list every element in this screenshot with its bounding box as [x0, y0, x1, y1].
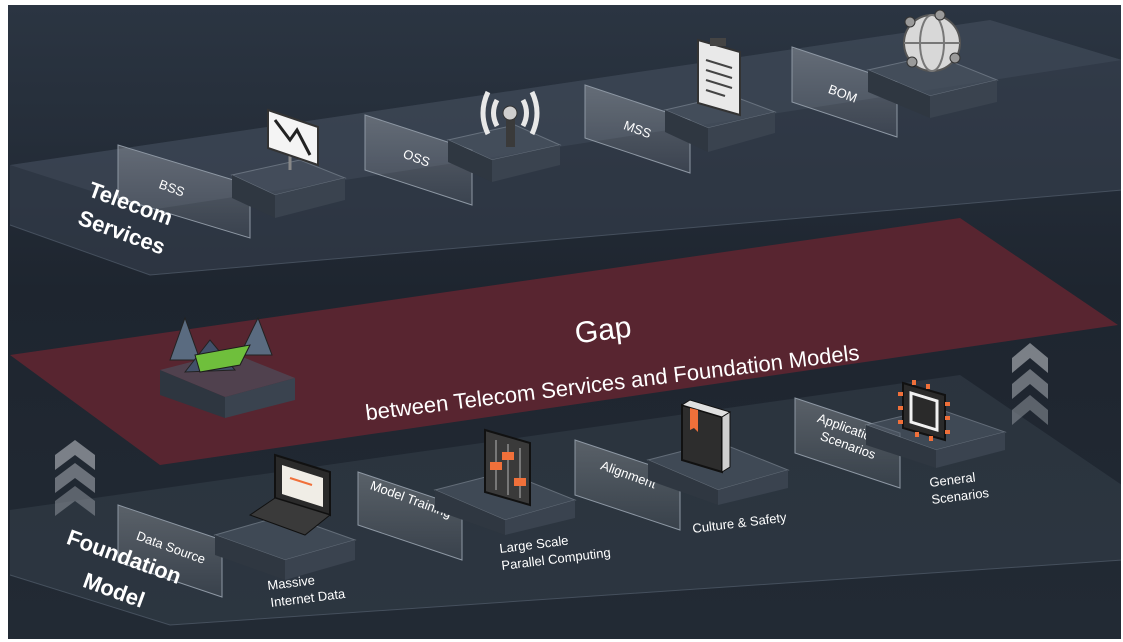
model-training-module: Model Training Large Scale Parallel Comp… [357, 428, 611, 573]
application-scenarios-module: Application Scenarios General Scenarios [794, 380, 1007, 507]
application-scenarios-panel[interactable] [794, 397, 901, 489]
oss-panel[interactable] [364, 114, 473, 206]
gap-title: Gap [573, 311, 633, 351]
chevron-up-icon-right [1012, 343, 1048, 425]
bss-panel[interactable] [117, 144, 251, 239]
book-icon [680, 399, 732, 474]
globe-network-icon [903, 9, 961, 72]
mss-panel[interactable] [584, 84, 691, 174]
alignment-panel[interactable] [574, 439, 681, 531]
laptop-icon [248, 453, 332, 536]
diagram-canvas: BSS OSS MSS [8, 5, 1121, 639]
chart-board-icon [267, 108, 319, 170]
application-scenarios-caption-line2: Scenarios [931, 485, 991, 507]
oss-module: OSS [364, 90, 562, 206]
chevron-up-icon-left [55, 440, 95, 516]
application-scenarios-caption-line1: General [929, 469, 977, 490]
data-source-panel[interactable] [117, 504, 223, 598]
bom-panel[interactable] [791, 46, 898, 138]
model-training-panel[interactable] [357, 471, 463, 561]
slider-board-icon [484, 428, 531, 507]
bom-module: BOM [791, 9, 999, 138]
diagram-svg: BSS OSS MSS [9, 9, 1121, 626]
chip-icon [898, 380, 950, 442]
mountain-bridge-icon [160, 316, 295, 418]
gap-plane [10, 218, 1118, 465]
alignment-module: Alignment Culture & Safety [574, 399, 790, 536]
data-source-caption-line1: Massive [267, 572, 316, 593]
mss-module: MSS [584, 38, 777, 174]
antenna-icon [480, 90, 540, 147]
bss-module: BSS [117, 108, 347, 239]
clipboard-icon [697, 38, 741, 117]
